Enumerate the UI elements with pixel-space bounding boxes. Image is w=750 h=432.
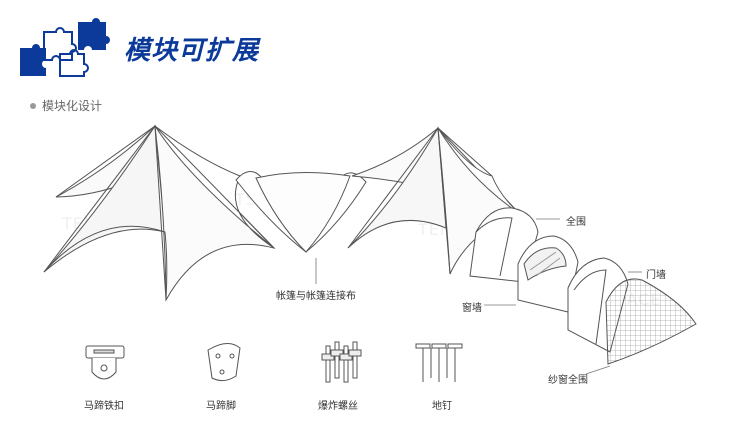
section-label: 模块化设计 <box>42 99 103 113</box>
window-wall-label: 窗墙 <box>462 303 482 314</box>
expansion-screw-icon <box>321 341 362 383</box>
horseshoe-buckle-icon <box>85 345 125 380</box>
accessory-label: 马蹄脚 <box>206 401 236 412</box>
accessory-label: 地钉 <box>432 401 452 412</box>
section-heading: 模块化设计 <box>30 97 102 114</box>
puzzle-icon <box>20 18 110 77</box>
bullet-dot <box>30 102 36 109</box>
horseshoe-foot-icon <box>207 343 241 382</box>
tunnel-section-2 <box>517 235 579 313</box>
mesh-section <box>605 278 697 365</box>
accessory-label: 爆炸螺丝 <box>318 401 358 412</box>
full-cover-label: 全围 <box>566 217 586 228</box>
tent-connector-label: 帐篷与帐篷连接布 <box>276 291 356 302</box>
left-star-tent <box>43 124 276 302</box>
ground-stake-icon <box>415 343 463 382</box>
door-wall-label: 门墙 <box>646 270 666 281</box>
accessory-label: 马蹄铁扣 <box>84 401 124 412</box>
page-title: 模块可扩展 <box>124 36 260 66</box>
mesh-full-cover-label: 纱窗全围 <box>548 375 588 386</box>
connector-fabric <box>235 171 367 253</box>
header: 模块可扩展 <box>18 18 338 78</box>
